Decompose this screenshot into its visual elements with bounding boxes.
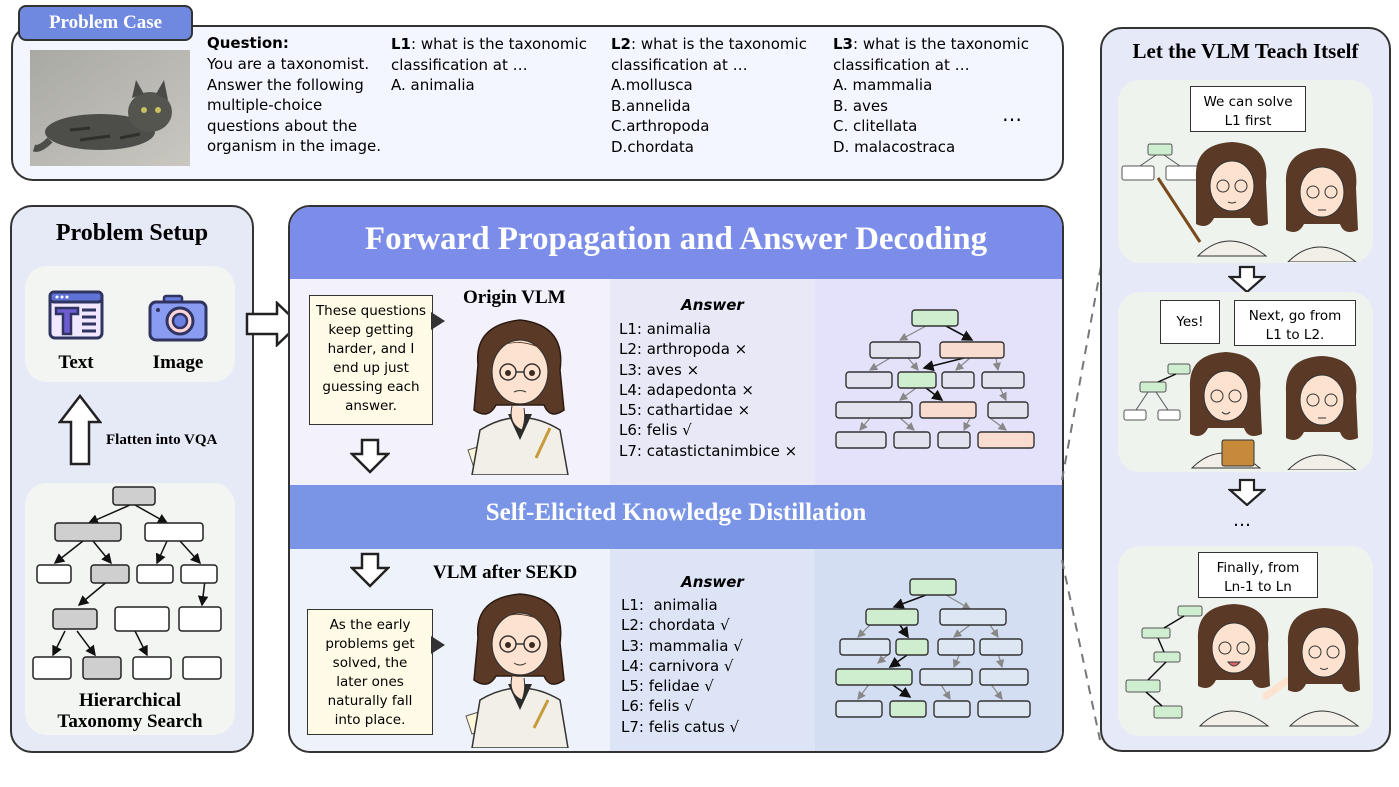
- down-arrow-icon: [350, 438, 390, 474]
- after-thought-bubble: As the early problems get solved, the la…: [307, 609, 433, 735]
- down-arrow-icon: [350, 552, 390, 588]
- origin-answer-l1: L1: animalia: [619, 320, 711, 338]
- more-levels-ellipsis: …: [1002, 102, 1022, 126]
- level-2-question: L2: what is the taxonomic classification…: [611, 35, 807, 156]
- question-text: You are a taxonomist. Answer the followi…: [207, 55, 381, 155]
- teach-ellipsis: …: [1233, 510, 1251, 531]
- origin-answer-l4: L4: adapedonta ×: [619, 380, 754, 399]
- zoom-connector-lines: [1061, 183, 1117, 741]
- origin-vlm-label: Origin VLM: [463, 287, 566, 308]
- teach-title: Let the VLM Teach Itself: [1132, 39, 1359, 63]
- problem-case-tag: Problem Case: [18, 5, 193, 41]
- origin-thought-bubble: These questions keep getting harder, and…: [309, 295, 433, 425]
- level-1-question: L1: what is the taxonomic classification…: [391, 35, 587, 94]
- sekd-band: [290, 485, 1062, 549]
- after-answer-bg: [610, 549, 815, 751]
- origin-answer-title: Answer: [681, 296, 744, 314]
- origin-answer-l5: L5: cathartidae ×: [619, 401, 751, 420]
- origin-prediction-tree: [835, 309, 1035, 449]
- main-header: [290, 207, 1062, 279]
- level-3-question: L3: what is the taxonomic classification…: [833, 35, 1029, 156]
- after-vlm-character: [465, 593, 569, 748]
- teach-bubble-3: Finally, from Ln-1 to Ln: [1198, 552, 1318, 598]
- origin-answer-bg: [610, 279, 815, 485]
- image-modality-label: Image: [152, 352, 204, 373]
- down-arrow-icon: [1228, 478, 1266, 506]
- up-arrow-icon: [58, 394, 102, 466]
- teach-scene-1-figure: [1121, 142, 1358, 262]
- origin-answer-l2: L2: arthropoda ×: [619, 340, 748, 359]
- teach-scene-3-figure: [1125, 604, 1360, 727]
- after-answer-l2: L2: chordata √: [621, 616, 730, 635]
- teach-scene-2-figure: [1123, 352, 1358, 470]
- teach-bubble-2a: Yes!: [1160, 300, 1220, 344]
- taxonomy-tree-diagram: [32, 486, 222, 680]
- origin-vlm-character: [467, 319, 569, 475]
- origin-bubble-tail: [431, 312, 445, 330]
- after-prediction-tree: [835, 578, 1031, 718]
- flatten-label: Flatten into VQA: [106, 432, 218, 448]
- after-answer-title: Answer: [681, 573, 744, 591]
- after-answer-l3: L3: mammalia √: [621, 636, 743, 655]
- origin-answer-l7: L7: catastictanimbice ×: [619, 441, 798, 460]
- origin-answer-list: L1: animalia L2: arthropoda × L3: aves ×…: [619, 319, 797, 461]
- after-answer-l6: L6: felis √: [621, 697, 694, 716]
- after-vlm-label: VLM after SEKD: [433, 562, 578, 583]
- after-answer-l5: L5: felidae √: [621, 677, 714, 696]
- down-arrow-icon: [1228, 265, 1266, 293]
- problem-setup-title: Problem Setup: [55, 220, 209, 246]
- after-answer-l7: L7: felis catus √: [621, 717, 740, 736]
- cat-photo: [30, 50, 190, 166]
- teach-bubble-2b: Next, go from L1 to L2.: [1234, 300, 1356, 346]
- teach-bubble-1: We can solve L1 first: [1190, 86, 1306, 132]
- origin-answer-l6: L6: felis √: [619, 421, 692, 440]
- after-bubble-tail: [431, 636, 445, 654]
- after-answer-l1: L1: animalia: [621, 596, 718, 614]
- sekd-title: Self-Elicited Knowledge Distillation: [485, 499, 867, 526]
- text-icon: [48, 290, 104, 340]
- origin-answer-l3: L3: aves ×: [619, 360, 700, 379]
- text-modality-label: Text: [58, 352, 94, 373]
- taxonomy-tree-label: Hierarchical Taxonomy Search: [57, 690, 203, 732]
- after-answer-list: L1: animalia L2: chordata √ L3: mammalia…: [621, 595, 743, 737]
- question-label: Question:: [207, 34, 289, 52]
- main-title: Forward Propagation and Answer Decoding: [364, 221, 988, 257]
- camera-icon: [148, 294, 208, 342]
- after-answer-l4: L4: carnivora √: [621, 656, 734, 675]
